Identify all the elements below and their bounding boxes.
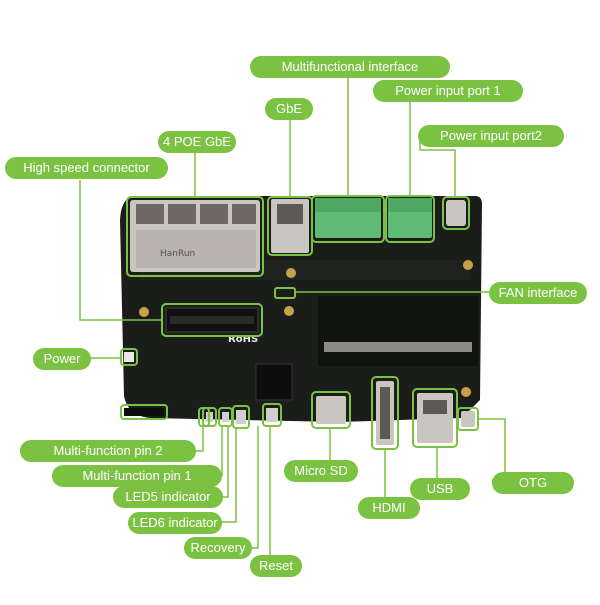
poe-rj45-port-2: [168, 204, 196, 224]
label-power-input-port2: Power input port2: [418, 125, 564, 147]
hdmi-port-inner: [380, 387, 390, 439]
label-gbe: GbE: [265, 98, 313, 120]
label-multi-function-pin2: Multi-function pin 2: [20, 440, 196, 462]
mounting-hole-3: [284, 306, 294, 316]
label-fan-interface: FAN interface: [489, 282, 587, 304]
led5-highlight: [202, 407, 217, 427]
label-reset: Reset: [250, 555, 302, 577]
rohs-marking: RoHS: [228, 334, 258, 345]
label-high-speed-connector: High speed connector: [5, 157, 168, 179]
poe-rj45-face: [136, 230, 256, 268]
leader-otg: [478, 418, 506, 481]
recovery-highlight: [232, 405, 250, 429]
poe-rj45-port-4: [232, 204, 256, 224]
label-micro-sd: Micro SD: [284, 460, 358, 482]
power-input-terminal-top: [388, 198, 432, 212]
label-power-input-port1: Power input port 1: [373, 80, 523, 102]
led6: [222, 412, 229, 422]
label-poe-gbe: 4 POE GbE: [158, 131, 236, 153]
mounting-hole-5: [461, 387, 471, 397]
multifunctional-terminal-top: [315, 198, 381, 212]
mounting-hole-1: [139, 307, 149, 317]
label-led6-indicator: LED6 indicator: [128, 512, 222, 534]
label-led5-indicator: LED5 indicator: [113, 486, 223, 508]
rj45-brand-text: HanRun: [160, 249, 195, 259]
power-led: [124, 352, 134, 362]
label-multi-function-pin1: Multi-function pin 1: [52, 465, 222, 487]
label-otg: OTG: [492, 472, 574, 494]
mounting-hole-4: [463, 260, 473, 270]
label-hdmi: HDMI: [358, 497, 420, 519]
leader-high-speed: [79, 180, 162, 321]
leader-recovery: [251, 426, 259, 549]
reset-button: [266, 408, 278, 422]
recovery-button: [236, 410, 246, 424]
leader-pin2: [196, 426, 204, 452]
leader-led5: [223, 426, 229, 498]
module-slot-contacts: [324, 342, 472, 352]
high-speed-connector-pins: [170, 316, 254, 324]
fan-interface-highlight: [274, 287, 296, 299]
label-usb: USB: [410, 478, 470, 500]
soc-chip: [255, 363, 293, 401]
reset-highlight: [262, 403, 282, 427]
label-power: Power: [33, 348, 91, 370]
power-input-port2-highlight: [442, 196, 470, 230]
poe-rj45-port-1: [136, 204, 164, 224]
module-slot: [318, 296, 478, 366]
otg-port: [461, 411, 475, 427]
power-port2-connector: [446, 200, 466, 226]
micro-sd-slot: [316, 396, 346, 424]
gbe-rj45-socket: [277, 204, 303, 224]
mounting-hole-2: [286, 268, 296, 278]
poe-rj45-port-3: [200, 204, 228, 224]
power-highlight: [120, 348, 138, 366]
label-multifunctional-interface: Multifunctional interface: [250, 56, 450, 78]
label-recovery: Recovery: [184, 537, 252, 559]
leader-led6: [221, 428, 237, 523]
multi-function-pin2-highlight: [120, 404, 168, 420]
micro-sd-highlight: [311, 391, 351, 429]
usb-port-inner: [423, 400, 447, 414]
multi-function-pin-header: [124, 408, 164, 416]
